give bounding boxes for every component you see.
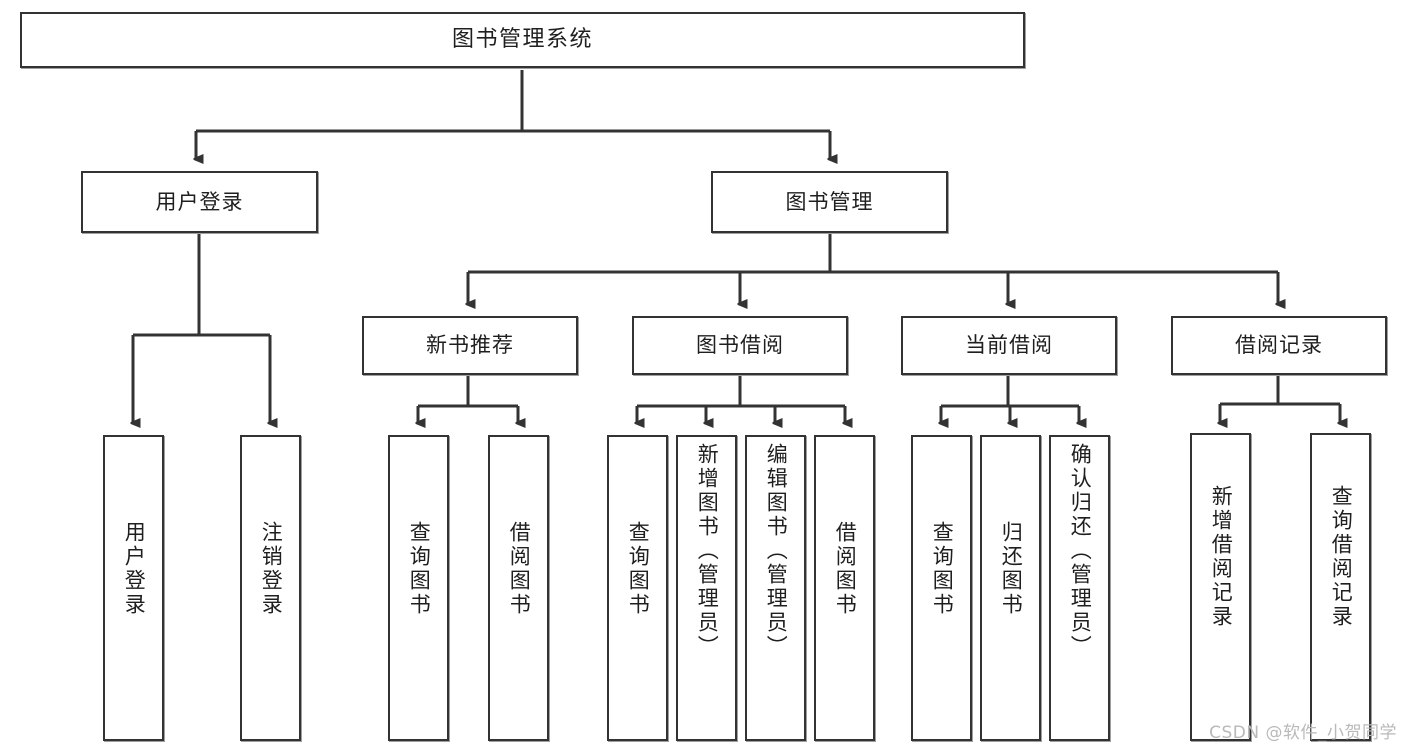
leaf-query-record-label: 查询借阅记录 [1329,485,1354,629]
node-root-label: 图书管理系统 [451,27,593,53]
node-book-manage[interactable]: 图书管理 [711,171,948,233]
leaf-add-book[interactable]: 新增图书（管理员） [676,435,737,741]
node-root[interactable]: 图书管理系统 [20,12,1025,68]
node-borrow-record[interactable]: 借阅记录 [1171,316,1387,375]
leaf-user-login[interactable]: 用户登录 [103,435,164,741]
node-current-borrow-label: 当前借阅 [965,333,1053,358]
node-user-login-label: 用户登录 [155,189,244,214]
leaf-borrow-book-1[interactable]: 借阅图书 [488,435,549,741]
leaf-logout[interactable]: 注销登录 [240,435,301,741]
leaf-query-book-3-label: 查询图书 [930,521,955,617]
leaf-borrow-book-2[interactable]: 借阅图书 [814,435,875,741]
node-book-borrow[interactable]: 图书借阅 [632,316,848,375]
leaf-borrow-book-1-label: 借阅图书 [507,521,532,617]
leaf-logout-label: 注销登录 [259,521,284,617]
leaf-borrow-book-2-label: 借阅图书 [833,521,858,617]
leaf-user-login-label: 用户登录 [122,521,147,617]
leaf-query-book-1[interactable]: 查询图书 [388,435,449,741]
leaf-confirm-return-label: 确认归还（管理员） [1068,443,1093,659]
leaf-query-record[interactable]: 查询借阅记录 [1310,433,1371,741]
leaf-query-book-2[interactable]: 查询图书 [607,435,668,741]
leaf-query-book-2-label: 查询图书 [626,521,651,617]
leaf-return-book-label: 归还图书 [999,521,1024,617]
leaf-query-book-1-label: 查询图书 [407,521,432,617]
leaf-add-record[interactable]: 新增借阅记录 [1190,433,1251,741]
node-user-login[interactable]: 用户登录 [81,171,318,233]
leaf-edit-book[interactable]: 编辑图书（管理员） [745,435,806,741]
node-borrow-record-label: 借阅记录 [1235,333,1323,358]
leaf-return-book[interactable]: 归还图书 [980,435,1041,741]
node-book-borrow-label: 图书借阅 [696,333,784,358]
watermark: CSDN @软件_小贺同学 [1209,723,1397,743]
node-book-manage-label: 图书管理 [785,189,874,214]
leaf-confirm-return[interactable]: 确认归还（管理员） [1049,435,1110,741]
leaf-query-book-3[interactable]: 查询图书 [911,435,972,741]
node-current-borrow[interactable]: 当前借阅 [901,316,1117,375]
leaf-edit-book-label: 编辑图书（管理员） [764,443,789,659]
leaf-add-record-label: 新增借阅记录 [1209,485,1234,629]
leaf-add-book-label: 新增图书（管理员） [695,443,720,659]
node-new-book-recommend[interactable]: 新书推荐 [362,316,578,375]
node-new-book-recommend-label: 新书推荐 [426,333,514,358]
